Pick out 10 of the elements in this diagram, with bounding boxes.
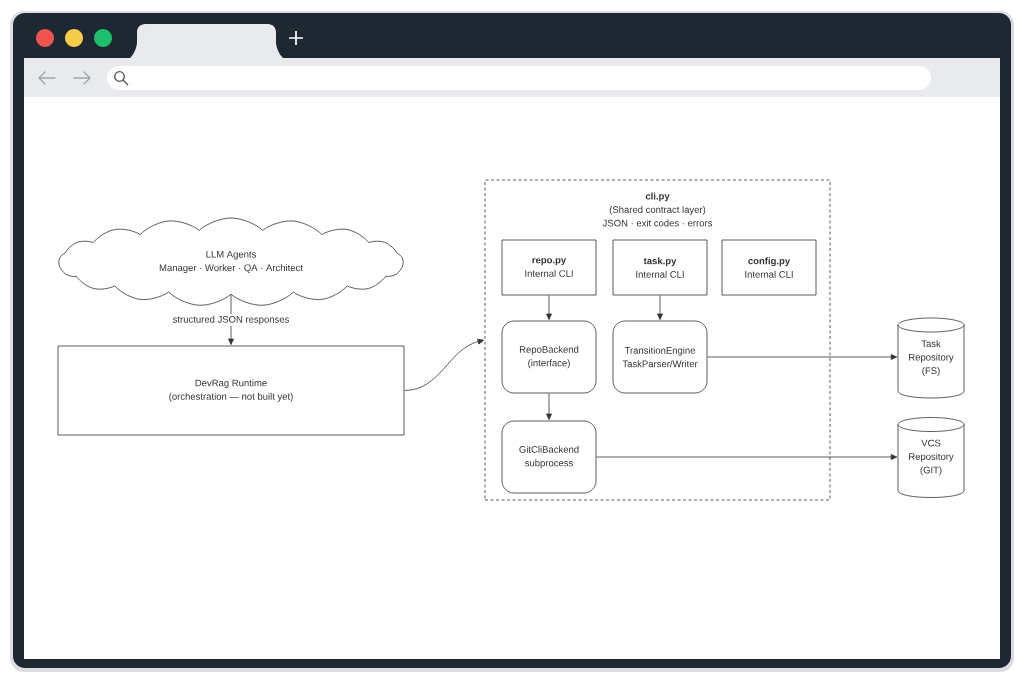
rounded-box: TransitionEngine TaskParser/Writer <box>612 320 708 394</box>
process-box: config.py Internal CLI <box>721 239 817 296</box>
process-box: task.py Internal CLI <box>612 239 708 296</box>
process-box: repo.py Internal CLI <box>501 239 597 296</box>
database-cylinder: VCS Repository (GIT) <box>897 417 965 498</box>
process-box: DevRag Runtime (orchestration — not built yet) <box>57 345 405 436</box>
rounded-box: GitCliBackend subprocess <box>501 420 597 494</box>
rounded-box: RepoBackend (interface) <box>501 320 597 394</box>
database-cylinder: Task Repository (FS) <box>897 317 965 399</box>
edge-label: structured JSON responses <box>171 314 291 327</box>
